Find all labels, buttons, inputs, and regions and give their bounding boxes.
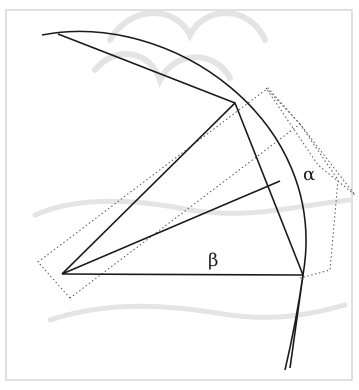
radius-to-lower-vertex: [61, 273, 304, 276]
alpha-label: α: [303, 164, 315, 185]
polygon-chords: [57, 33, 304, 369]
beta-label: β: [208, 250, 218, 271]
image-frame: [5, 9, 353, 381]
radius-to-upper-vertex: [61, 102, 236, 275]
watermark-ornament-mid: [92, 51, 233, 88]
dotted-rectangle-right-edge: [299, 123, 339, 279]
dotted-rectangle-long-side: [37, 87, 301, 299]
watermark-ornament-top: [107, 10, 268, 43]
dotted-rectangle-short-side: [265, 87, 356, 196]
watermark-script-line-2: [47, 302, 348, 323]
circle-arc: [41, 30, 307, 371]
apothem-to-chord-midpoint: [61, 180, 281, 275]
